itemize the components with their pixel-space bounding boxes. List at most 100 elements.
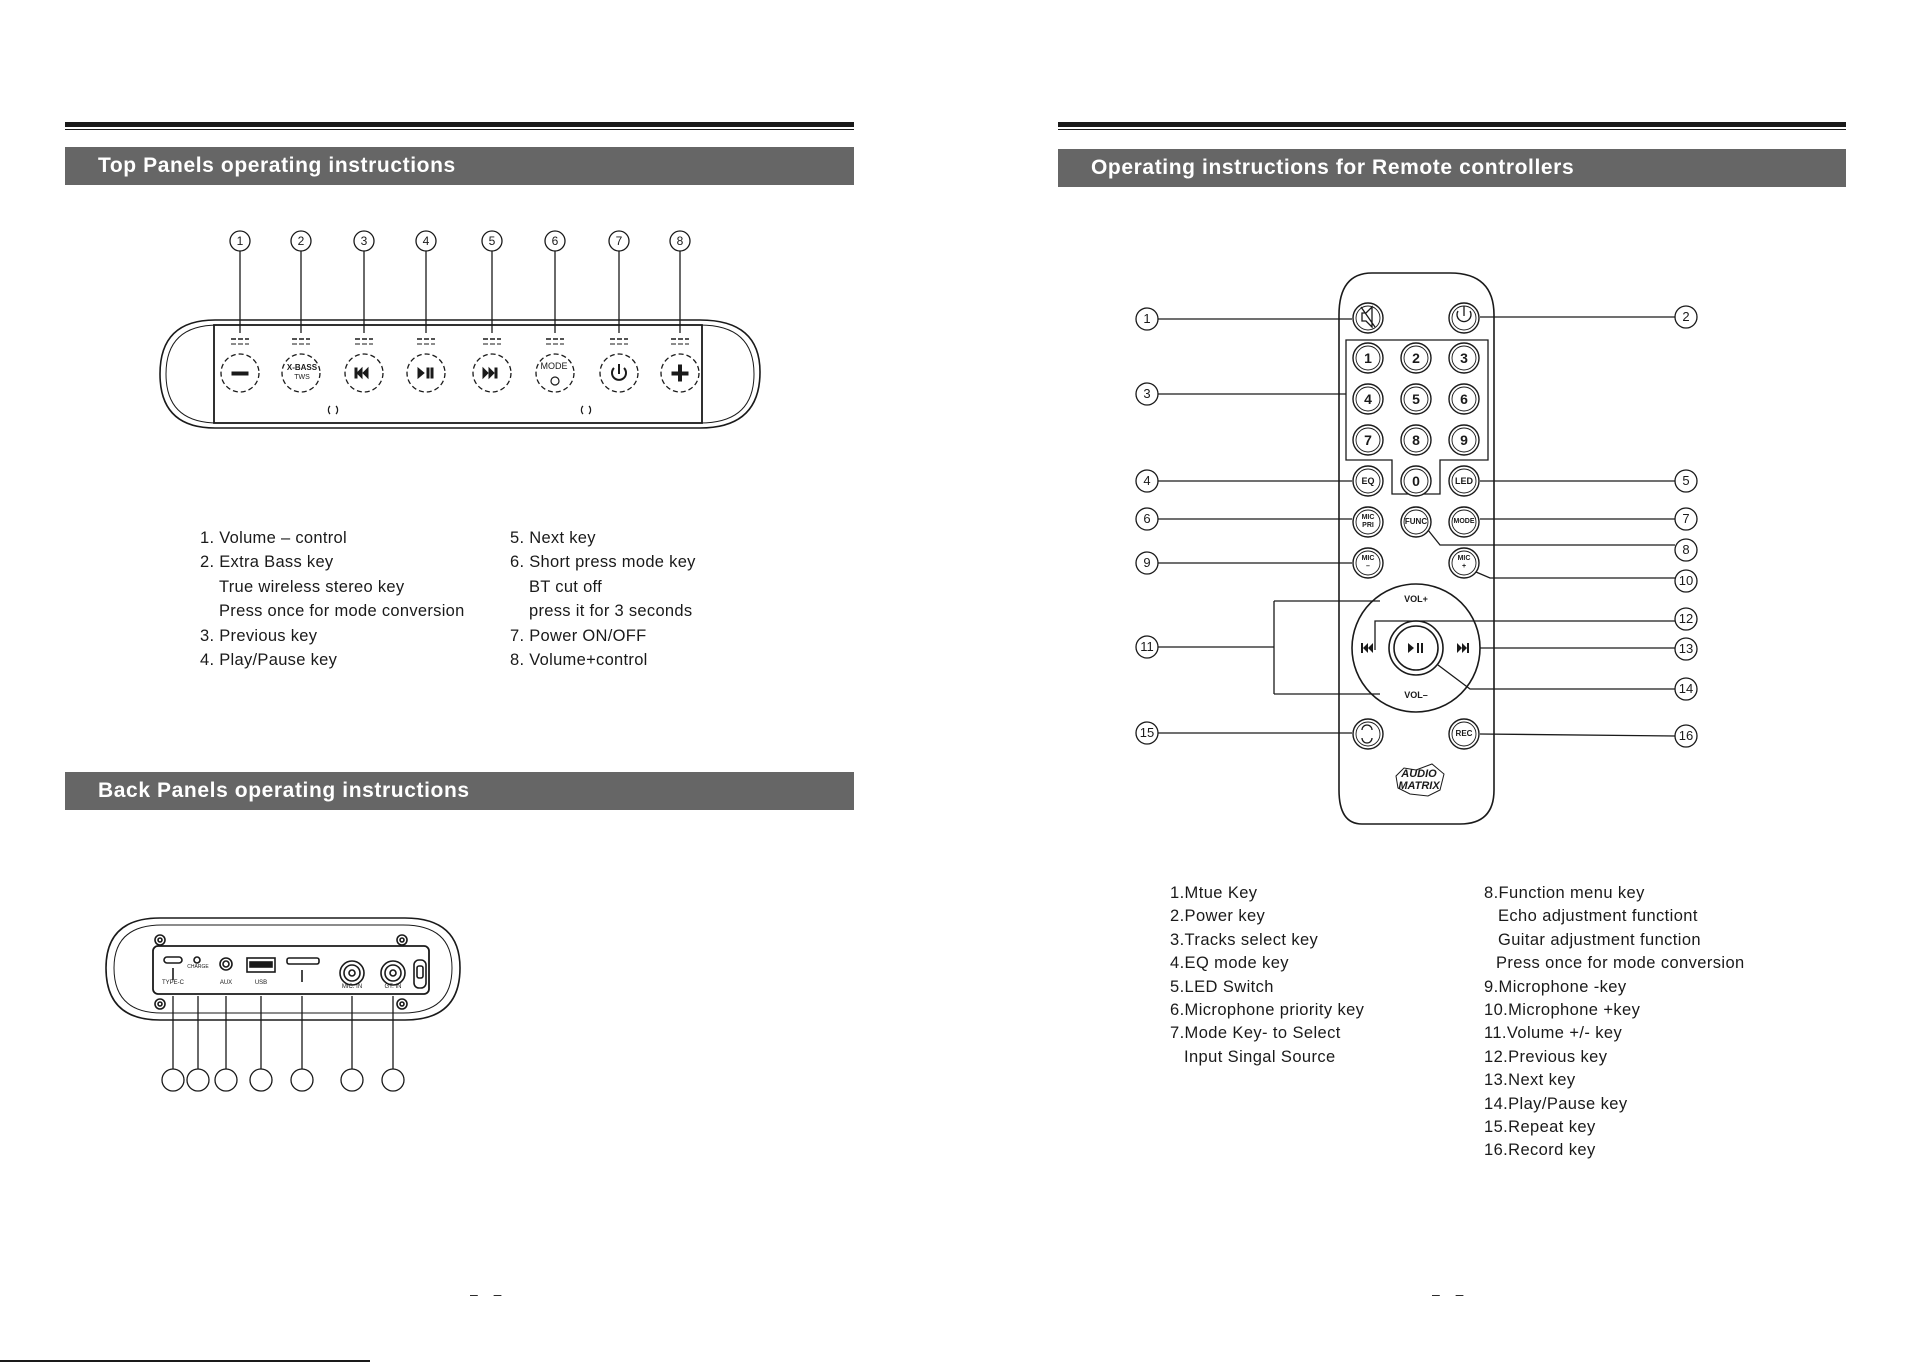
charge-label: CHARGE — [187, 964, 209, 970]
remote-callout-number: 11 — [1140, 639, 1154, 654]
vol-minus-label: VOL– — [1404, 690, 1428, 700]
list-item: BT cut off — [529, 577, 603, 596]
led-button-label: LED — [1455, 475, 1473, 486]
remote-callout-line — [1158, 600, 1380, 695]
mic-in-label: MIC. IN — [341, 984, 363, 990]
list-item: Echo adjustment functiont — [1498, 907, 1698, 926]
remote-callout-line — [1479, 733, 1676, 737]
tws-label: TWS — [294, 374, 310, 381]
list-item: 7. Power ON/OFF — [510, 626, 647, 645]
list-item: 9.Microphone -key — [1484, 977, 1627, 996]
mic-plus-button-label-top: MIC — [1457, 555, 1471, 562]
list-item: 2. Extra Bass key — [200, 553, 334, 572]
back-callout-circle — [161, 1068, 185, 1092]
mute-button — [1352, 302, 1384, 334]
list-item: 13.Next key — [1484, 1071, 1576, 1090]
digit-0-button-label: 0 — [1412, 472, 1420, 489]
minus-icon — [231, 371, 249, 376]
remote-heading: Operating instructions for Remote contro… — [1058, 149, 1846, 187]
top-callout-number: 5 — [488, 234, 496, 248]
remote-callout-number: 10 — [1678, 573, 1694, 588]
gt-in-port — [380, 960, 406, 986]
previous-icon — [1361, 643, 1373, 653]
top-panel-heading: Top Panels operating instructions — [65, 147, 854, 185]
remote-callout-number: 3 — [1143, 386, 1151, 401]
remote-callout-number: 4 — [1143, 473, 1151, 488]
right-page-number: – – — [1432, 1286, 1470, 1302]
remote-callout-number: 9 — [1143, 555, 1151, 570]
list-item: Input Singal Source — [1184, 1047, 1336, 1066]
list-item: True wireless stereo key — [219, 577, 405, 596]
remote-callout-number: 2 — [1682, 309, 1690, 324]
list-item: 5.LED Switch — [1170, 977, 1274, 996]
list-item: 6. Short press mode key — [510, 553, 696, 572]
digit-7-button-label: 7 — [1364, 431, 1372, 448]
digit-4-button-label: 4 — [1364, 390, 1372, 407]
top-button-6 — [535, 353, 575, 393]
list-item: 8. Volume+control — [510, 651, 648, 670]
left-header-rule — [65, 122, 854, 130]
top-button-4 — [406, 353, 446, 393]
top-callout-number: 4 — [422, 234, 430, 248]
next-icon — [1457, 643, 1469, 653]
mode-label: MODE — [540, 361, 568, 371]
typec-port — [163, 956, 183, 964]
gt-in-label: GT. IN — [384, 984, 402, 990]
repeat-icon — [1361, 724, 1373, 744]
digit-6-button-label: 6 — [1460, 390, 1468, 407]
mute-icon — [1360, 305, 1376, 329]
list-item: 10.Microphone +key — [1484, 1001, 1641, 1020]
back-callout-circle — [381, 1068, 405, 1092]
mic-plus-button-label-bottom: + — [1461, 563, 1467, 570]
plus-icon — [671, 364, 689, 382]
top-button-5 — [472, 353, 512, 393]
list-item: 4.EQ mode key — [1170, 954, 1289, 973]
digit-8-button-label: 8 — [1412, 431, 1420, 448]
right-header-rule — [1058, 122, 1846, 130]
remote-callout-number: 5 — [1682, 473, 1690, 488]
remote-callout-number: 16 — [1678, 728, 1694, 743]
left-page-number: – – — [470, 1286, 508, 1302]
digit-3-button-label: 3 — [1460, 349, 1468, 366]
mic-minus-button-label-bottom: – — [1366, 563, 1370, 570]
top-button-3 — [344, 353, 384, 393]
list-item: press it for 3 seconds — [529, 602, 693, 621]
back-callout-circle — [340, 1068, 364, 1092]
mic-minus-button-label-top: MIC — [1361, 555, 1375, 562]
mode-icon — [550, 376, 560, 386]
mode-button-label: MODE — [1453, 517, 1475, 525]
list-item: 7.Mode Key- to Select — [1170, 1024, 1341, 1043]
top-button-8 — [660, 353, 700, 393]
xbass-label: X-BASS — [286, 363, 318, 372]
remote-callout-number: 7 — [1682, 511, 1690, 526]
remote-callout-line — [1427, 529, 1675, 546]
logo-bottom-text: MATRIX — [1398, 780, 1440, 792]
top-callout-number: 3 — [360, 234, 368, 248]
remote-callout-line — [1374, 620, 1675, 650]
top-callout-number: 8 — [676, 234, 684, 248]
remote-callout-number: 6 — [1143, 511, 1151, 526]
aux-port — [219, 957, 233, 971]
usb-label: USB — [254, 980, 268, 986]
list-item: 1.Mtue Key — [1170, 884, 1258, 902]
logo-top-text: AUDIO — [1401, 768, 1437, 780]
digit-5-button-label: 5 — [1412, 390, 1420, 407]
list-item: 3.Tracks select key — [1170, 930, 1319, 949]
list-item: 3. Previous key — [200, 626, 318, 645]
tf-card-slot — [286, 957, 320, 965]
list-item: Press once for mode conversion — [1496, 954, 1745, 973]
list-item: 11.Volume +/- key — [1484, 1024, 1623, 1043]
play-pause-icon — [417, 366, 434, 380]
next-icon — [482, 366, 498, 380]
top-panel-body-outline — [159, 319, 761, 429]
list-item: 12.Previous key — [1484, 1047, 1608, 1066]
record-button-label: REC — [1455, 729, 1473, 739]
top-callout-number: 7 — [615, 234, 623, 248]
digit-1-button-label: 1 — [1364, 349, 1372, 366]
list-item: 16.Record key — [1484, 1141, 1596, 1160]
back-callout-circle — [249, 1068, 273, 1092]
previous-icon — [354, 366, 369, 380]
